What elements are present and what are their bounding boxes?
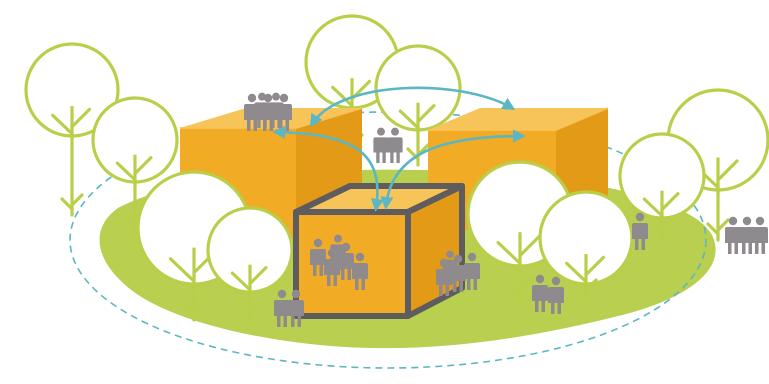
arrow-right-center (380, 129, 526, 210)
person-group-icon (725, 216, 768, 254)
tree-group-back (24, 14, 769, 242)
tree-icon (618, 132, 706, 242)
person-icon (373, 127, 389, 163)
person-icon (387, 127, 403, 163)
person-icon (752, 216, 768, 254)
person-group-icon (373, 127, 403, 163)
arrow-left-right (309, 86, 516, 128)
tree-icon (91, 96, 179, 232)
connection-arrows (272, 86, 526, 212)
tree-icon (206, 206, 294, 324)
arrow-left-center (272, 125, 384, 212)
tree-group-middle (136, 170, 294, 324)
tree-icon (24, 42, 120, 217)
